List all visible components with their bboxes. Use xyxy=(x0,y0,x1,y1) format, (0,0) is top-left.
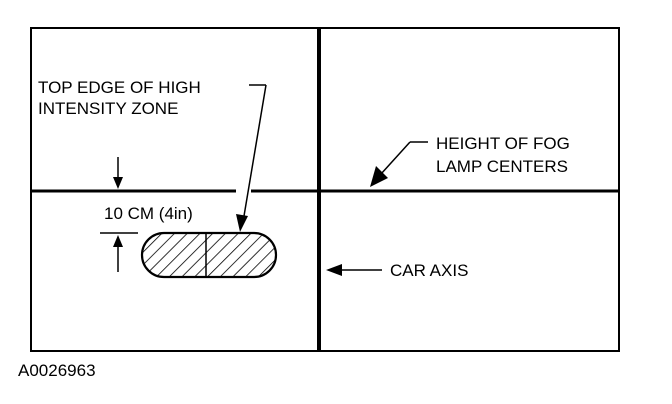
height-leader xyxy=(370,141,428,187)
distance-label: 10 CM (4in) xyxy=(104,204,193,223)
height-label-line2: LAMP CENTERS xyxy=(436,157,568,176)
dimension-marker xyxy=(100,157,138,272)
high-intensity-zone xyxy=(140,231,278,279)
top-edge-leader xyxy=(236,84,267,232)
figure-id: A0026963 xyxy=(18,361,96,380)
top-edge-label-line1: TOP EDGE OF HIGH xyxy=(38,78,201,97)
car-axis-leader xyxy=(326,264,382,276)
car-axis-label: CAR AXIS xyxy=(390,261,468,280)
height-label-line1: HEIGHT OF FOG xyxy=(436,134,570,153)
top-edge-label-line2: INTENSITY ZONE xyxy=(38,99,178,118)
